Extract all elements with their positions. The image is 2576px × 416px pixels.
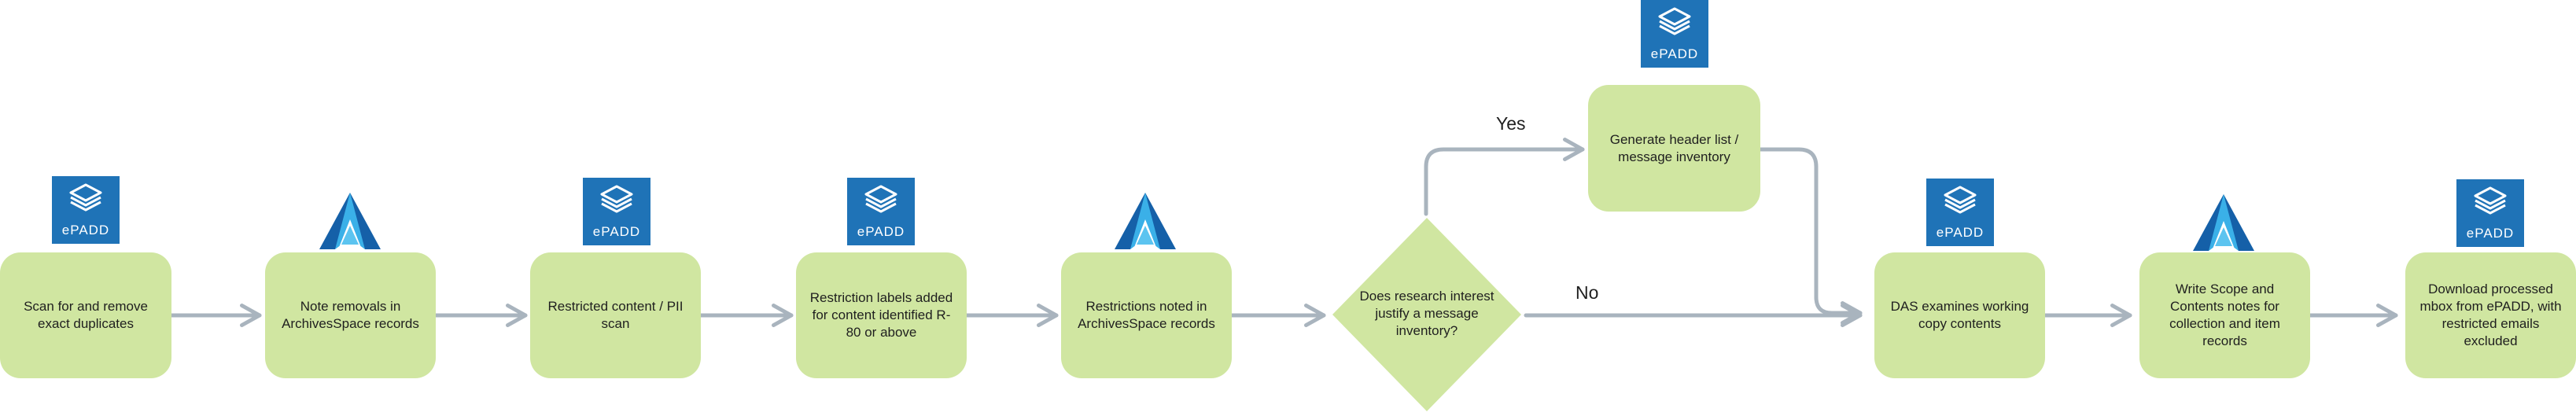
step-das-examines: DAS examines working copy contents <box>1874 252 2045 378</box>
decision-diamond <box>1332 218 1521 411</box>
epadd-layers-icon <box>1944 186 1977 214</box>
archivesspace-logo-icon <box>2193 194 2254 251</box>
epadd-logo-text: ePADD <box>1650 46 1699 61</box>
epadd-logo-text: ePADD <box>2466 226 2515 241</box>
archivesspace-logo-icon <box>319 193 381 249</box>
arrow-decision-yes <box>1424 138 1585 216</box>
epadd-layers-icon <box>2474 186 2507 215</box>
epadd-logo-icon: ePADD <box>847 178 915 245</box>
step-write-scope: Write Scope and Contents notes for colle… <box>2139 252 2310 378</box>
epadd-logo-text: ePADD <box>1936 225 1985 240</box>
step-write-scope-label: Write Scope and Contents notes for colle… <box>2169 282 2280 348</box>
epadd-logo-text: ePADD <box>61 223 110 237</box>
archivesspace-logo-icon <box>1115 193 1176 249</box>
step-download-mbox: Download processed mbox from ePADD, with… <box>2405 252 2576 378</box>
step-generate-inventory: Generate header list / message inventory <box>1588 85 1760 212</box>
step-restriction-labels: Restriction labels added for content ide… <box>796 252 967 378</box>
step-note-removals: Note removals in ArchivesSpace records <box>265 252 436 378</box>
step-restrictions-noted-label: Restrictions noted in ArchivesSpace reco… <box>1078 299 1215 331</box>
decision-label: Does research interest justify a message… <box>1359 289 1494 338</box>
epadd-logo-icon: ePADD <box>583 178 650 245</box>
epadd-layers-icon <box>864 185 897 213</box>
arrow-n6-n7 <box>1758 147 1863 325</box>
step-generate-inventory-label: Generate header list / message inventory <box>1609 131 1739 164</box>
step-restricted-scan-label: Restricted content / PII scan <box>547 299 684 331</box>
epadd-logo-icon: ePADD <box>1926 179 1994 246</box>
epadd-layers-icon <box>600 185 633 213</box>
epadd-logo-icon: ePADD <box>1641 0 1708 68</box>
step-scan-duplicates: Scan for and remove exact duplicates <box>0 252 171 378</box>
epadd-logo-icon: ePADD <box>2456 179 2524 247</box>
epadd-layers-icon <box>69 183 102 212</box>
epadd-logo-text: ePADD <box>592 224 641 239</box>
step-scan-duplicates-label: Scan for and remove exact duplicates <box>24 299 148 331</box>
step-restricted-scan: Restricted content / PII scan <box>530 252 701 378</box>
step-restriction-labels-label: Restriction labels added for content ide… <box>809 290 953 340</box>
epadd-logo-icon: ePADD <box>52 176 120 244</box>
step-note-removals-label: Note removals in ArchivesSpace records <box>282 299 419 331</box>
step-das-examines-label: DAS examines working copy contents <box>1890 299 2029 331</box>
epadd-logo-text: ePADD <box>857 224 905 239</box>
edge-label-no: No <box>1575 282 1599 303</box>
step-restrictions-noted: Restrictions noted in ArchivesSpace reco… <box>1061 252 1232 378</box>
step-download-mbox-label: Download processed mbox from ePADD, with… <box>2419 282 2562 348</box>
edge-label-yes: Yes <box>1496 113 1526 134</box>
epadd-layers-icon <box>1658 7 1691 35</box>
